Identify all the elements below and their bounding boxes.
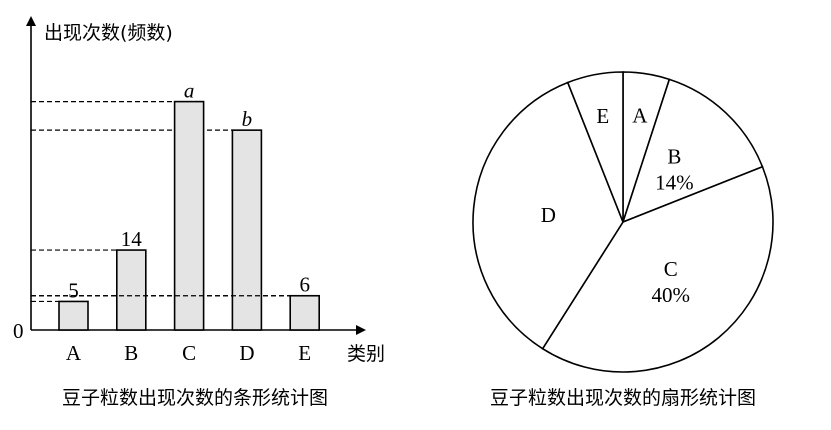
data-label-B: 14 xyxy=(121,227,143,251)
bar-C xyxy=(173,100,205,331)
bar-B xyxy=(116,249,147,331)
slice-label-C: C xyxy=(664,257,678,281)
tick-label-A: A xyxy=(66,341,82,365)
slice-percent-C: 40% xyxy=(652,283,691,307)
slice-D xyxy=(472,81,624,350)
bar-chart-title: 豆子粒数出现次数的条形统计图 xyxy=(62,387,328,409)
tick-label-B: B xyxy=(124,341,138,365)
slice-percent-B: 14% xyxy=(655,170,694,194)
tick-label-D: D xyxy=(239,341,254,365)
slice-label-E: E xyxy=(596,104,609,128)
data-label-E: 6 xyxy=(299,273,310,297)
slice-E xyxy=(566,71,624,223)
bar-E xyxy=(289,294,321,331)
origin-label: 0 xyxy=(13,319,24,343)
bar-D xyxy=(231,129,263,331)
tick-label-C: C xyxy=(182,341,196,365)
data-label-A: 5 xyxy=(68,278,79,302)
pie-chart-title: 豆子粒数出现次数的扇形统计图 xyxy=(490,387,756,409)
slice-label-B: B xyxy=(667,144,681,168)
slice-C xyxy=(541,165,774,373)
slice-B xyxy=(621,78,764,224)
slice-label-D: D xyxy=(541,203,556,227)
x-axis-label: 类别 xyxy=(347,343,385,365)
y-axis-label: 出现次数(频数) xyxy=(44,22,173,44)
slice-label-A: A xyxy=(632,103,648,127)
bar-A xyxy=(58,300,89,331)
data-label-D: b xyxy=(242,107,253,131)
data-label-C: a xyxy=(184,79,195,103)
tick-label-E: E xyxy=(298,341,311,365)
